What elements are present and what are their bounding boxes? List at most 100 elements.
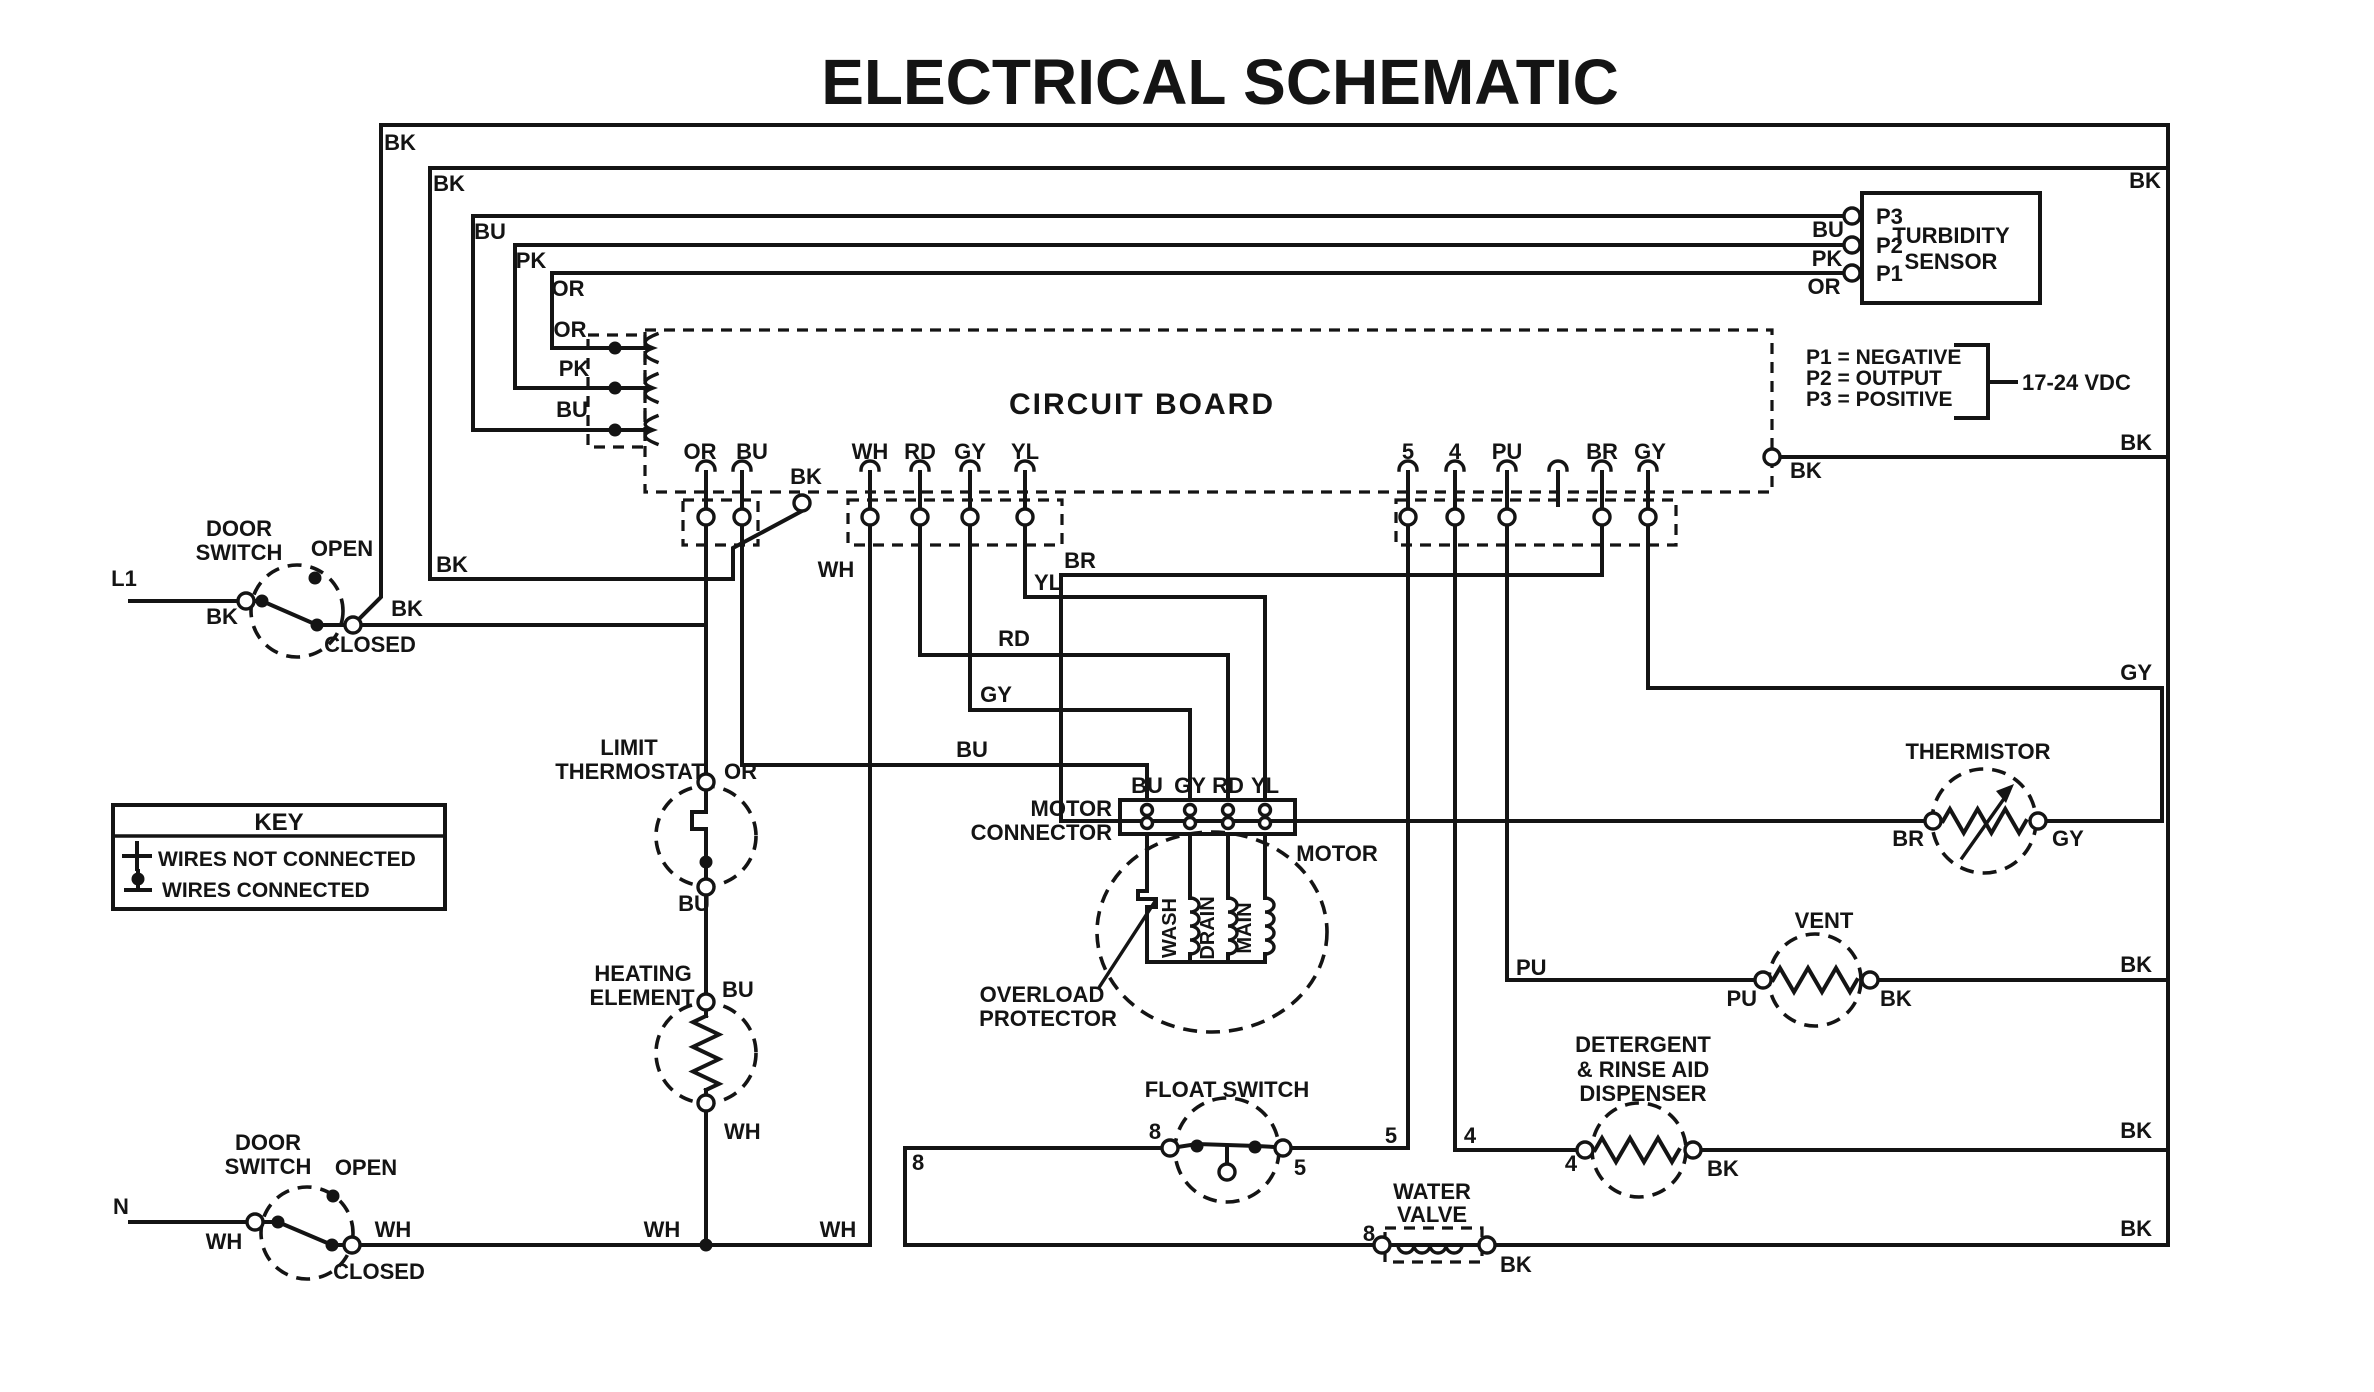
board-pin-5-terminal	[1398, 507, 1418, 527]
label-bu: BU	[678, 891, 710, 916]
label-switch: SWITCH	[225, 1154, 312, 1179]
label-p2-output: P2 = OUTPUT	[1806, 367, 1942, 390]
board-connector-box-right-group	[1394, 498, 1678, 547]
terminal	[1372, 1235, 1392, 1255]
label-p1: P1	[1876, 261, 1903, 286]
label-valve: VALVE	[1397, 1202, 1467, 1227]
junction-dot	[1190, 1139, 1204, 1153]
label-gy: GY	[2120, 660, 2152, 685]
board-pin-gy-terminal	[960, 507, 980, 527]
label-wires-not-connected: WIRES NOT CONNECTED	[158, 848, 416, 871]
motor-connector-contact	[1220, 815, 1236, 831]
main-winding-coil	[1263, 896, 1276, 956]
overload-pointer-line	[1097, 900, 1157, 989]
label-yl: YL	[1251, 773, 1279, 798]
terminal	[792, 493, 812, 513]
label-heating: HEATING	[594, 961, 691, 986]
board-spring-bu	[643, 413, 660, 447]
label-limit: LIMIT	[600, 735, 658, 760]
page-title: ELECTRICAL SCHEMATIC	[821, 46, 1619, 118]
label-bk: BK	[2120, 952, 2152, 977]
label--rinse-aid: & RINSE AID	[1577, 1057, 1709, 1082]
motor-connector-contact	[1139, 802, 1155, 818]
junction-dot	[310, 618, 324, 632]
motor-connector-contact	[1257, 802, 1273, 818]
label-bk: BK	[391, 596, 423, 621]
board-pin-yl-terminal	[1015, 507, 1035, 527]
label-bk: BK	[2120, 1216, 2152, 1241]
label-closed: CLOSED	[324, 632, 416, 657]
thermistor-resistor	[1940, 804, 2029, 838]
board-pin-wh-terminal	[860, 507, 880, 527]
terminal	[342, 1235, 362, 1255]
label-thermistor: THERMISTOR	[1905, 739, 2050, 764]
label-wh: WH	[375, 1217, 412, 1242]
terminal	[696, 1093, 716, 1113]
label-turbidity: TURBIDITY	[1892, 223, 2010, 248]
terminal	[1842, 206, 1862, 226]
label-element: ELEMENT	[589, 985, 695, 1010]
label-rd: RD	[998, 626, 1030, 651]
label-rd: RD	[1212, 773, 1244, 798]
terminal	[236, 591, 256, 611]
label-yl: YL	[1011, 439, 1039, 464]
label-gy: GY	[1174, 773, 1206, 798]
motor-connector-contact	[1220, 802, 1236, 818]
label-main: MAIN	[1234, 902, 1256, 953]
board-pin-gy-hook	[959, 459, 981, 472]
label-open: OPEN	[311, 536, 373, 561]
label-bk: BK	[1880, 986, 1912, 1011]
label-bk: BK	[1790, 458, 1822, 483]
label-motor: MOTOR	[1031, 796, 1113, 821]
motor-connector-contact	[1182, 802, 1198, 818]
board-pin-pu-hook	[1496, 459, 1518, 472]
wire-bu-sensor-p3	[471, 214, 1846, 432]
terminal	[1477, 1235, 1497, 1255]
wash-winding-coil	[1188, 896, 1201, 956]
wire-pu-to-vent	[1505, 523, 1757, 982]
label-or: OR	[552, 276, 585, 301]
vent-resistor	[1770, 964, 1860, 996]
heating-element-resistor	[688, 1013, 724, 1093]
drain-winding-coil	[1226, 896, 1239, 956]
board-pin-unused-hook	[1547, 459, 1569, 472]
label-bu: BU	[474, 219, 506, 244]
motor-connector-contact	[1139, 815, 1155, 831]
overload-protector-notch	[1136, 889, 1158, 909]
label-bk: BK	[790, 464, 822, 489]
wire-8-float-to-valve-rail	[903, 1146, 1376, 1247]
label-yl: YL	[1034, 570, 1062, 595]
label-pk: PK	[559, 356, 590, 381]
label-wires-connected: WIRES CONNECTED	[162, 879, 370, 902]
junction-dot	[308, 571, 322, 585]
label-rd: RD	[904, 439, 936, 464]
junction-dot	[255, 594, 269, 608]
label-p1-negative: P1 = NEGATIVE	[1806, 346, 1961, 369]
label-circuit-board: CIRCUIT BOARD	[1009, 388, 1275, 421]
label-gy: GY	[954, 439, 986, 464]
label-l1: L1	[111, 566, 137, 591]
label-bu: BU	[956, 737, 988, 762]
label-or: OR	[684, 439, 717, 464]
thermistor-arrowhead	[1996, 784, 2014, 803]
wire-4-to-dispenser	[1453, 523, 1579, 1152]
junction-dot	[608, 423, 622, 437]
label-bk: BK	[206, 604, 238, 629]
label-bk: BK	[2120, 1118, 2152, 1143]
terminal	[696, 992, 716, 1012]
board-pin-4-terminal	[1445, 507, 1465, 527]
label-8: 8	[1149, 1119, 1161, 1144]
board-pin-5-hook	[1397, 459, 1419, 472]
label-8: 8	[912, 1150, 924, 1175]
label-switch: SWITCH	[196, 540, 283, 565]
label-bu: BU	[1812, 217, 1844, 242]
label-water: WATER	[1393, 1179, 1471, 1204]
label-door: DOOR	[206, 516, 272, 541]
label-bk: BK	[433, 171, 465, 196]
label-bu: BU	[556, 397, 588, 422]
junction-dot	[131, 872, 145, 886]
label-wh: WH	[644, 1217, 681, 1242]
label-8: 8	[1363, 1221, 1375, 1246]
label-wash: WASH	[1159, 898, 1181, 958]
terminal	[696, 877, 716, 897]
